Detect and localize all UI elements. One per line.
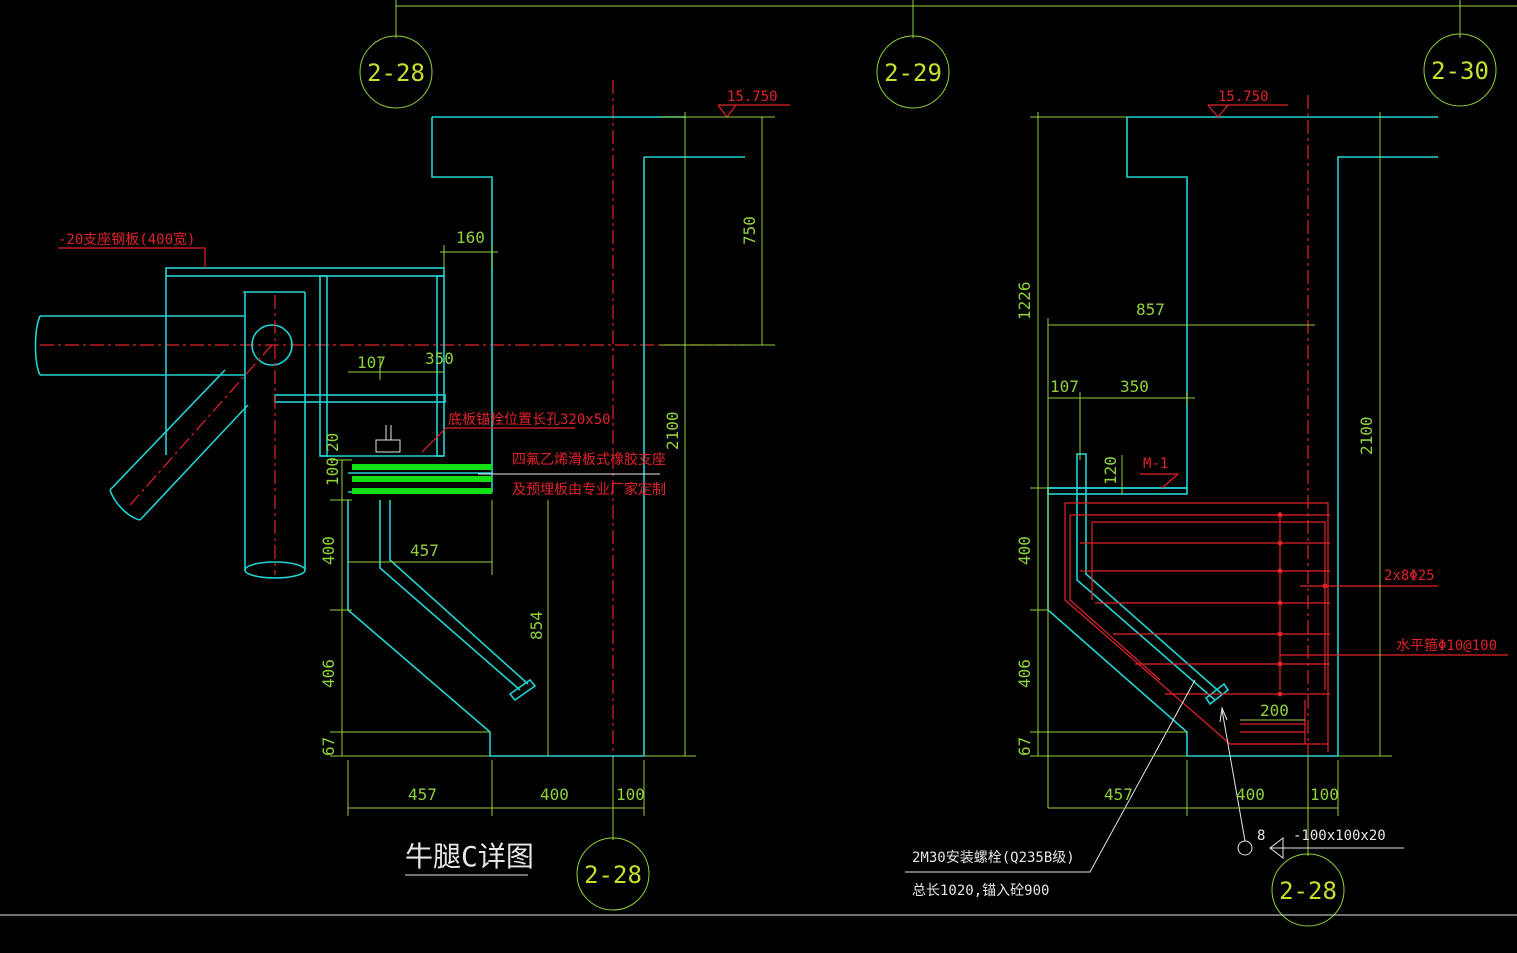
left-top-steel-plate	[165, 267, 445, 277]
left-dim-bottom-457: 457	[408, 785, 437, 804]
right-stirrup-note: 水平箍Φ10@100	[1396, 637, 1497, 654]
right-bolt-note-1: 2M30安装螺栓(Q235B级)	[912, 850, 1075, 866]
left-anchor-bolt	[379, 500, 529, 691]
svg-text:2-28: 2-28	[367, 59, 425, 87]
right-detail: M-1 2x8Φ25 水平箍Φ10@100 2M30安装螺栓(Q235B级) 总…	[905, 89, 1508, 899]
left-steel-plate-note: -20支座钢板(400宽)	[58, 231, 195, 248]
left-dim-107: 107	[357, 353, 386, 372]
right-plate-num: 8	[1257, 828, 1265, 844]
right-dim-bottom-400: 400	[1236, 785, 1265, 804]
left-dim-bottom-100: 100	[616, 785, 645, 804]
right-elevation: 15.750	[1218, 89, 1269, 105]
right-dim-350: 350	[1120, 377, 1149, 396]
left-pipe-horizontal	[40, 315, 245, 376]
left-dim-750: 750	[740, 216, 759, 245]
right-anchor-bolt	[1076, 494, 1223, 701]
right-dim-400v: 400	[1015, 536, 1034, 565]
left-dim-400v: 400	[319, 536, 338, 565]
left-dim-160: 160	[456, 228, 485, 247]
right-dim-857: 857	[1136, 300, 1165, 319]
left-dim-bottom-400: 400	[540, 785, 569, 804]
right-rebar-dots	[1277, 512, 1328, 697]
left-dim-20: 20	[323, 433, 342, 452]
right-dim-406: 406	[1015, 659, 1034, 688]
right-rebar-cage	[1064, 502, 1330, 752]
axis-bubble-bottom-left: 2-28	[576, 756, 650, 911]
right-dim-120: 120	[1101, 456, 1120, 485]
right-dim-200: 200	[1260, 701, 1289, 720]
left-dim-67: 67	[319, 737, 338, 756]
left-dim-2100: 2100	[663, 411, 682, 450]
axis-bubble-top-left: 2-28	[359, 35, 433, 109]
axis-bubble-top-mid: 2-29	[876, 35, 950, 109]
right-m1-label: M-1	[1143, 456, 1168, 472]
axis-bubble-top-right: 2-30	[1423, 33, 1497, 107]
left-bolt-head	[375, 439, 401, 453]
right-rebar-note: 2x8Φ25	[1384, 568, 1435, 584]
right-dim-1226: 1226	[1015, 281, 1034, 320]
left-pipe-vertical	[243, 291, 306, 570]
svg-text:2-30: 2-30	[1431, 57, 1489, 85]
left-column-inner	[643, 156, 745, 756]
left-dim-854: 854	[527, 611, 546, 640]
right-plate-marker	[1237, 840, 1253, 856]
left-dim-350: 350	[425, 349, 454, 368]
right-dim-bottom-100: 100	[1310, 785, 1339, 804]
right-dim-2100: 2100	[1357, 416, 1376, 455]
svg-text:2-28: 2-28	[1279, 877, 1337, 905]
right-bolt-note-2: 总长1020,锚入砼900	[912, 883, 1049, 899]
left-detail: -20支座钢板(400宽) 底板锚栓位置长孔320x50 四氟乙烯滑板式橡胶支座…	[34, 80, 790, 876]
left-dim-457h: 457	[410, 541, 439, 560]
left-column-step	[431, 117, 493, 473]
left-detail-title: 牛腿C详图	[405, 840, 534, 873]
right-anchor-bolt-top	[1076, 453, 1087, 495]
svg-text:2-28: 2-28	[584, 861, 642, 889]
top-axis-line	[395, 0, 1517, 38]
right-plate-note: -100x100x20	[1293, 828, 1386, 844]
right-dim-bottom-457: 457	[1104, 785, 1133, 804]
left-pipe-node	[251, 324, 293, 366]
left-slot-note: 底板锚栓位置长孔320x50	[448, 412, 611, 428]
svg-text:2-29: 2-29	[884, 59, 942, 87]
left-dim-100: 100	[323, 457, 342, 486]
left-dim-406: 406	[319, 659, 338, 688]
right-dim-107: 107	[1050, 377, 1079, 396]
right-dim-67: 67	[1015, 737, 1034, 756]
left-pipe-diagonal	[109, 369, 249, 521]
left-bearing-layer-1	[352, 464, 492, 470]
left-bearing-note-1: 四氟乙烯滑板式橡胶支座	[512, 451, 666, 468]
left-elevation: 15.750	[727, 89, 778, 105]
left-corbel-outline	[347, 500, 644, 757]
left-bearing-note-2: 及预埋板由专业厂家定制	[512, 481, 666, 498]
